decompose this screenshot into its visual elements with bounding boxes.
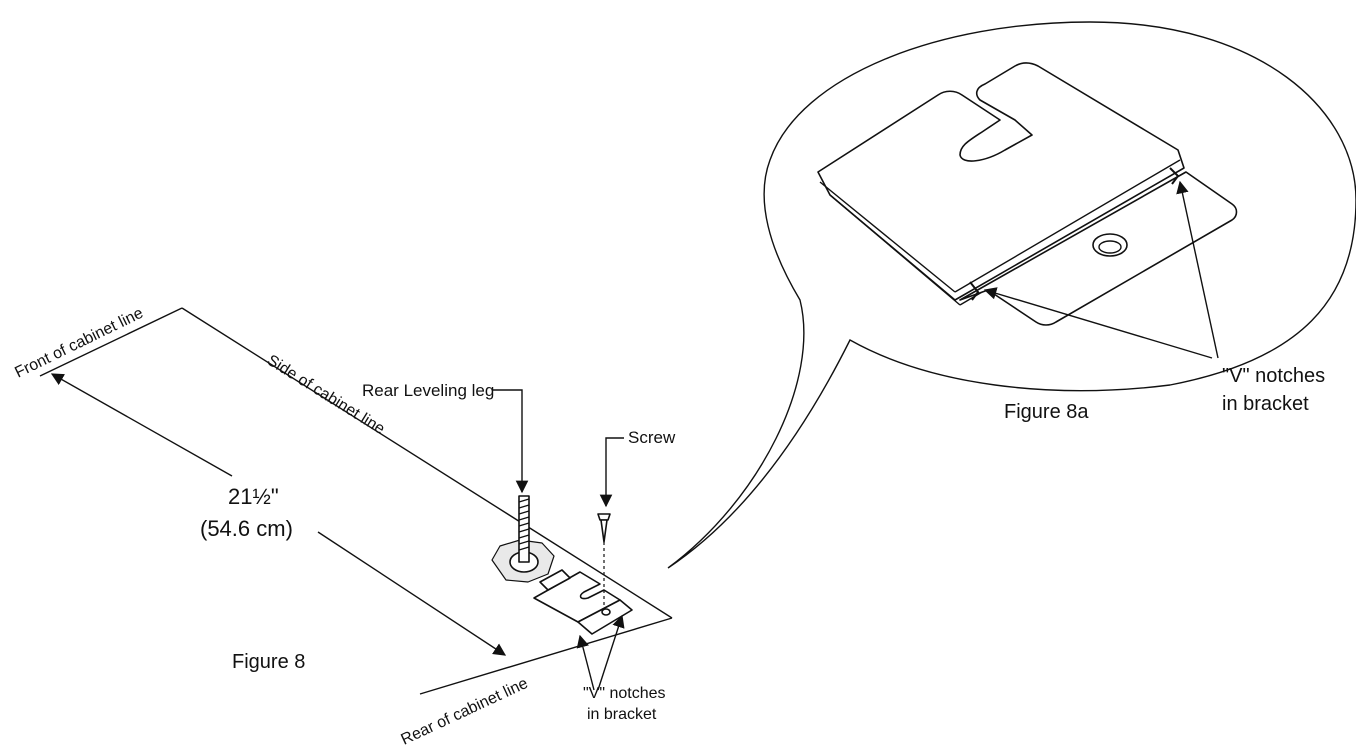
rear-leveling-leg-label: Rear Leveling leg: [362, 381, 494, 400]
fig8a-leader-right: [1176, 180, 1219, 359]
fig8a-notch-leaders: [983, 180, 1219, 359]
fig8-v-notches-label-line1: "V" notches: [583, 685, 666, 702]
dimension-arrow-rear: [317, 531, 507, 656]
bracket-closeup: [817, 62, 1238, 326]
figure-8-caption: Figure 8: [232, 651, 305, 673]
v-notch-right: [1169, 167, 1180, 185]
v-notch-left: [969, 281, 980, 301]
rear-of-cabinet-label: Rear of cabinet line: [399, 675, 531, 748]
rear-bracket: [533, 569, 633, 635]
leveling-leg-leader: [492, 389, 529, 494]
bracket-top-plate: [817, 62, 1185, 301]
fig8a-v-notches-label-line1: "V" notches: [1222, 365, 1325, 387]
front-of-cabinet-line: [39, 307, 183, 377]
side-of-cabinet-line: [181, 307, 673, 619]
bracket-screw-hole-inner: [1098, 240, 1122, 254]
front-of-cabinet-label: Front of cabinet line: [12, 305, 146, 382]
dimension-metric: (54.6 cm): [200, 516, 293, 541]
fig8a-leader-left: [983, 287, 1213, 359]
rear-bracket-arm: [539, 569, 571, 591]
bracket-fold-line: [819, 159, 1187, 306]
dimension-arrows: [50, 373, 507, 656]
dimension-imperial: 21½": [228, 484, 279, 509]
magnified-callout: [667, 21, 1356, 569]
figure-8a-caption: Figure 8a: [1004, 401, 1089, 423]
rear-of-cabinet-line: [419, 617, 673, 695]
fig8-v-notches-label-line2: in bracket: [587, 706, 657, 723]
cabinet-lines: [39, 307, 673, 695]
screw-label: Screw: [628, 428, 676, 447]
rear-bracket-hole: [601, 608, 611, 616]
screw-head: [597, 513, 611, 521]
screw-leader: [599, 437, 624, 508]
rear-bracket-top: [533, 571, 621, 623]
leveling-leg-threads: [518, 498, 530, 551]
fig8-notch-leader-right: [597, 614, 625, 691]
rear-bracket-flange: [577, 599, 633, 635]
dimension-arrow-front: [50, 373, 233, 477]
fig8-notch-leader-left: [576, 634, 595, 691]
callout-bubble-outline: [667, 21, 1356, 569]
rear-leveling-leg: [491, 495, 555, 583]
screw: [597, 513, 611, 606]
screw-shank: [600, 519, 608, 543]
fig8a-v-notches-label-line2: in bracket: [1222, 393, 1309, 415]
